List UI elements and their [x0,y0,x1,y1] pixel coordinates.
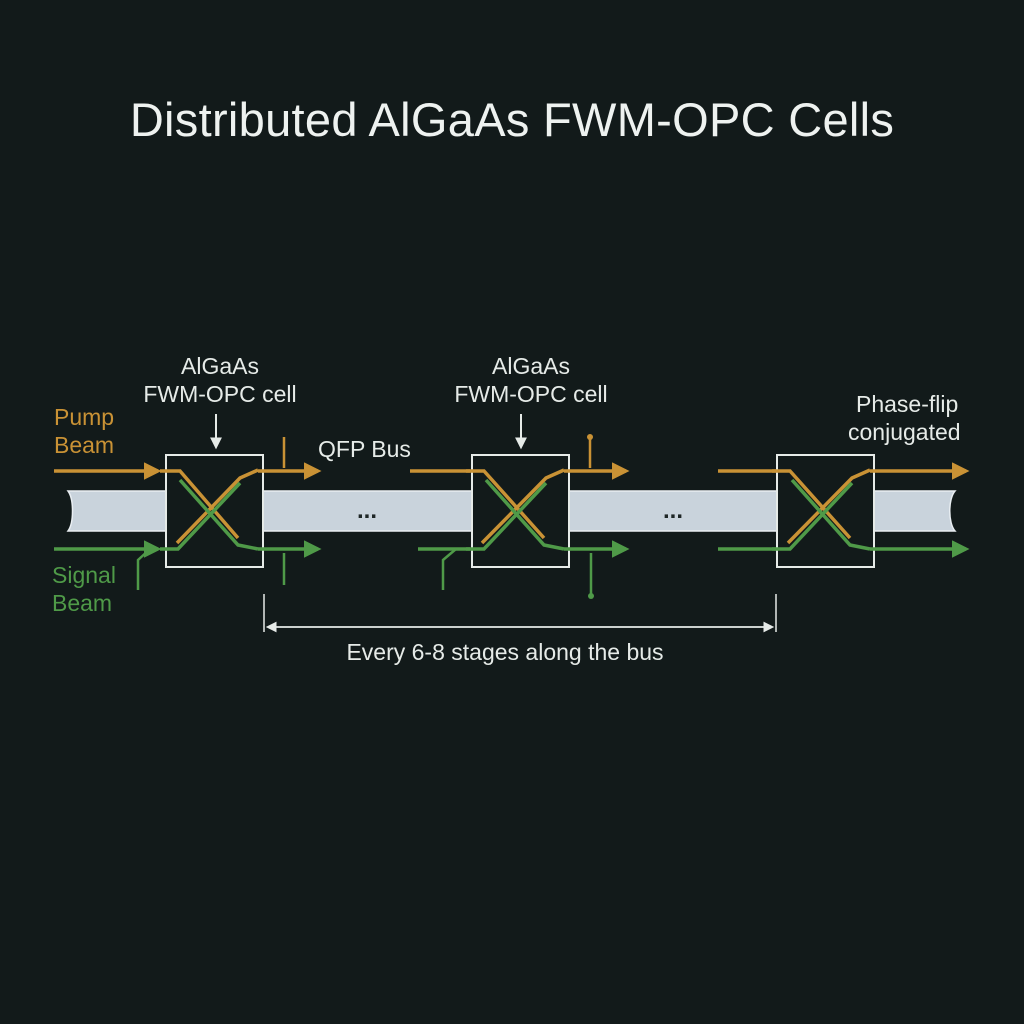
signal-beam-label-line1: Signal [52,562,116,588]
diagram-title: Distributed AlGaAs FWM-OPC Cells [129,93,895,146]
span-label: Every 6-8 stages along the bus [346,639,664,665]
bus-ellipsis-2: ... [663,497,683,524]
cell-label-1-line1: AlGaAs [181,353,259,379]
qfp-bus-label: QFP Bus [318,436,411,462]
pump-beam-label-line2: Beam [54,432,115,458]
cell-label-2-line1: AlGaAs [492,353,570,379]
output-label: Phase-flip conjugated [848,390,961,446]
cell-label-1-line2: FWM-OPC cell [143,381,297,407]
cell-label-2-line2: FWM-OPC cell [454,381,608,407]
bus-ellipsis-1: ... [357,497,377,524]
pump-beam-label: Pump Beam [54,403,114,459]
signal-beam-label: Signal Beam [52,561,116,617]
cell-label-2: AlGaAs FWM-OPC cell [421,352,641,408]
cell-label-1: AlGaAs FWM-OPC cell [110,352,330,408]
pump-beam-label-line1: Pump [54,404,115,430]
signal-beam-label-line2: Beam [52,590,113,616]
output-label-line2: conjugated [848,419,961,445]
output-label-line1: Phase-flip [856,391,959,417]
